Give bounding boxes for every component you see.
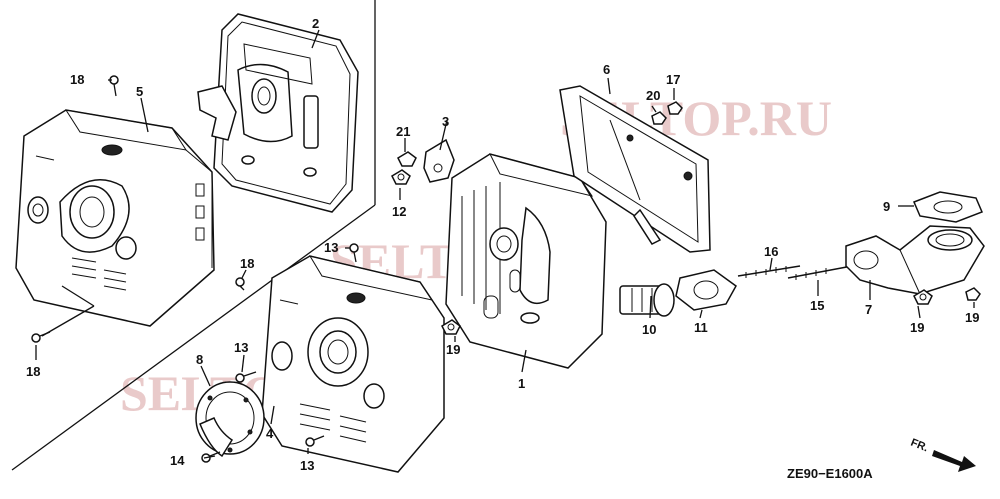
nut-part-19-elbow (913, 289, 933, 305)
front-direction-mark: FR. (909, 437, 976, 472)
screw-part-13-left (235, 371, 257, 383)
spark-arrester-part-8 (195, 381, 265, 458)
callout-13-bottom: 13 (300, 458, 314, 473)
callout-6: 6 (603, 62, 610, 77)
front-direction-label: FR. (909, 437, 930, 455)
gasket-part-11 (675, 269, 737, 311)
callout-8: 8 (196, 352, 203, 367)
callout-13-left: 13 (234, 340, 248, 355)
callout-5: 5 (136, 84, 143, 99)
callout-19-middle: 19 (446, 342, 460, 357)
screen-part-10 (619, 283, 675, 317)
muffler-protector-part-5 (15, 109, 215, 327)
muffler-protector-part-2 (197, 13, 359, 213)
callout-21: 21 (396, 124, 410, 139)
callout-4: 4 (266, 426, 274, 441)
bolt-part-21 (397, 151, 417, 167)
front-arrow-icon (932, 450, 976, 472)
callout-3: 3 (442, 114, 449, 129)
callout-18-bottom: 18 (26, 364, 40, 379)
callout-2: 2 (312, 16, 319, 31)
callout-1: 1 (518, 376, 525, 391)
callout-16: 16 (764, 244, 778, 259)
nut-part-12 (391, 169, 411, 185)
bracket-part-3 (423, 138, 455, 183)
callout-18-right: 18 (240, 256, 254, 271)
callout-14: 14 (170, 453, 185, 468)
callout-13-top: 13 (324, 240, 338, 255)
nut-part-19-middle (441, 319, 461, 335)
nut-part-19-right (965, 287, 981, 301)
nut-part-20 (651, 111, 667, 125)
heat-shield-part-6 (559, 85, 711, 253)
muffler-part-1 (445, 153, 607, 369)
muffler-protector-part-4 (261, 255, 445, 473)
bolt-part-17 (667, 101, 683, 115)
callout-7: 7 (865, 302, 872, 317)
exhaust-elbow-part-7 (845, 225, 985, 295)
stud-part-16 (737, 265, 801, 278)
screw-part-13-bottom (305, 435, 325, 447)
screw-part-18-top (109, 75, 119, 97)
callout-9: 9 (883, 199, 890, 214)
callout-19-right: 19 (965, 310, 979, 325)
callout-15: 15 (810, 298, 824, 313)
callout-20: 20 (646, 88, 660, 103)
leader-lines (35, 29, 975, 459)
callout-10: 10 (642, 322, 656, 337)
callout-11: 11 (694, 320, 708, 335)
callout-18-top: 18 (70, 72, 84, 87)
stud-part-15 (787, 265, 853, 280)
drawing-code: ZE90−E1600A (787, 466, 873, 481)
screw-part-18-right (235, 277, 245, 291)
callout-12: 12 (392, 204, 406, 219)
callout-19-elbow: 19 (910, 320, 924, 335)
gasket-part-9 (913, 191, 983, 223)
callout-labels: 2 18 5 18 18 6 17 20 3 21 12 13 13 4 13 … (26, 16, 979, 473)
group-separator-lines (11, 0, 376, 471)
callout-17: 17 (666, 72, 680, 87)
